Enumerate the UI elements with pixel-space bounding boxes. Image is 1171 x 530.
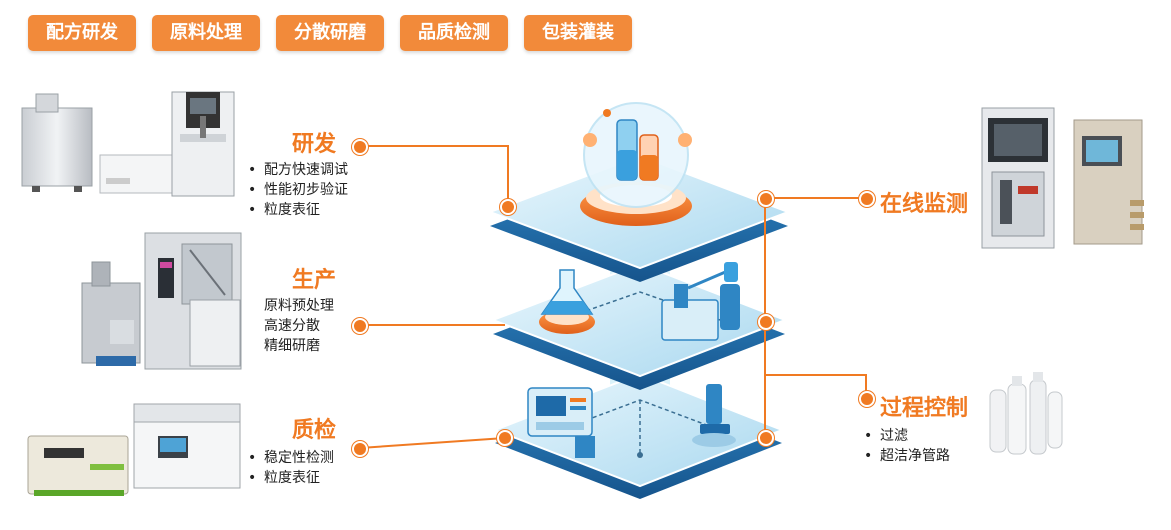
- rd-equipment-image: [21, 91, 235, 197]
- list-item: 精细研磨: [264, 338, 320, 354]
- beaker-pedestal-illustration: [580, 102, 692, 226]
- section-list-process-control: 过滤 超洁净管路: [864, 426, 950, 466]
- microscope-illustration: [692, 384, 736, 447]
- tab-quality-inspection[interactable]: 品质检测: [400, 15, 508, 51]
- connector-dot-middle-right: [758, 314, 774, 330]
- list-item: 性能初步验证: [248, 180, 348, 200]
- tab-formula-rd[interactable]: 配方研发: [28, 15, 136, 51]
- list-item: 配方快速调试: [248, 160, 348, 180]
- connector-dot-rd: [352, 139, 368, 155]
- section-list-production: 原料预处理 高速分散 精细研磨: [264, 296, 334, 356]
- process-control-filter-image: [989, 372, 1063, 455]
- connector-dot-top-right: [758, 191, 774, 207]
- connector-dot-bottom-left: [497, 430, 513, 446]
- production-equipment-image: [81, 232, 242, 370]
- connector-dot-qc: [352, 441, 368, 457]
- connector-dot-bottom-right: [758, 430, 774, 446]
- left-connectors: [359, 145, 509, 449]
- list-item: 原料预处理: [264, 298, 334, 314]
- qc-equipment-image: [27, 403, 241, 496]
- list-item: 超洁净管路: [864, 446, 950, 466]
- tab-dispersion-grinding[interactable]: 分散研磨: [276, 15, 384, 51]
- section-title-production: 生产: [292, 268, 337, 293]
- section-title-qc: 质检: [292, 418, 337, 443]
- list-item: 稳定性检测: [248, 448, 334, 468]
- list-item: 粒度表征: [248, 468, 334, 488]
- section-list-qc: 稳定性检测 粒度表征: [248, 448, 334, 488]
- section-title-rd: 研发: [292, 132, 337, 157]
- tab-raw-material[interactable]: 原料处理: [152, 15, 260, 51]
- online-monitoring-equipment-image: [981, 107, 1144, 249]
- list-item: 过滤: [864, 426, 950, 446]
- tab-packaging-filling[interactable]: 包装灌装: [524, 15, 632, 51]
- inspection-console-illustration: [527, 387, 595, 458]
- connector-dot-top-left: [500, 199, 516, 215]
- connector-dot-online-monitoring: [859, 191, 875, 207]
- list-item: 高速分散: [264, 318, 320, 334]
- section-list-rd: 配方快速调试 性能初步验证 粒度表征: [248, 160, 348, 220]
- flask-illustration: [539, 269, 595, 334]
- process-tabs: 配方研发 原料处理 分散研磨 品质检测 包装灌装: [28, 15, 632, 51]
- connector-dot-process-control: [859, 391, 875, 407]
- connector-dot-production: [352, 318, 368, 334]
- section-title-online-monitoring: 在线监测: [880, 192, 969, 217]
- list-item: 粒度表征: [248, 200, 348, 220]
- dispersion-machine-illustration: [661, 262, 740, 341]
- section-title-process-control: 过程控制: [880, 396, 969, 421]
